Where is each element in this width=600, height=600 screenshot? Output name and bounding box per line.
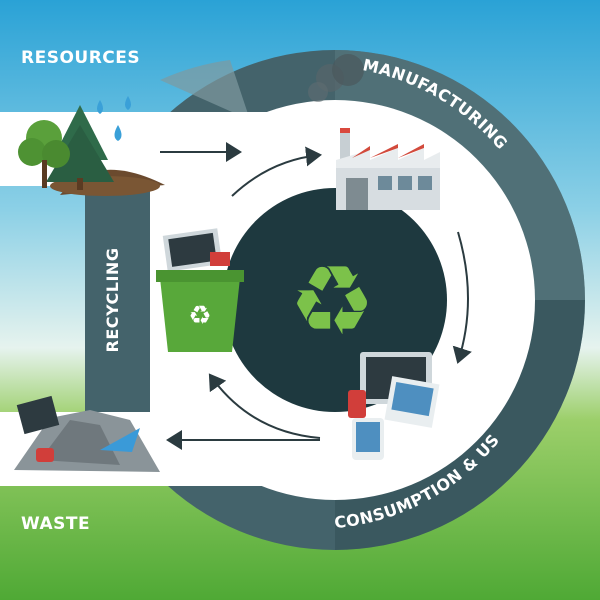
recycle-bin-icon: ♻ — [156, 228, 244, 352]
arrow-consumption-to-recycling — [208, 373, 321, 439]
waste-label: WASTE — [21, 514, 91, 534]
arrow-manufacturing-to-consumption — [452, 231, 472, 364]
svg-text:♻: ♻ — [188, 301, 211, 331]
recycling-label: RECYCLING — [103, 248, 122, 353]
electronics-devices-icon — [348, 352, 440, 460]
factory-icon — [308, 54, 440, 210]
recycle-symbol-icon: ♻ — [289, 245, 375, 357]
tree-and-water-drops-icon — [18, 96, 165, 196]
ring-light-sliver — [160, 60, 250, 120]
resources-label: RESOURCES — [21, 48, 141, 68]
garbage-pile-icon — [14, 395, 160, 472]
arrow-recycling-to-manufacturing — [231, 146, 322, 197]
recycling-column — [85, 186, 150, 412]
